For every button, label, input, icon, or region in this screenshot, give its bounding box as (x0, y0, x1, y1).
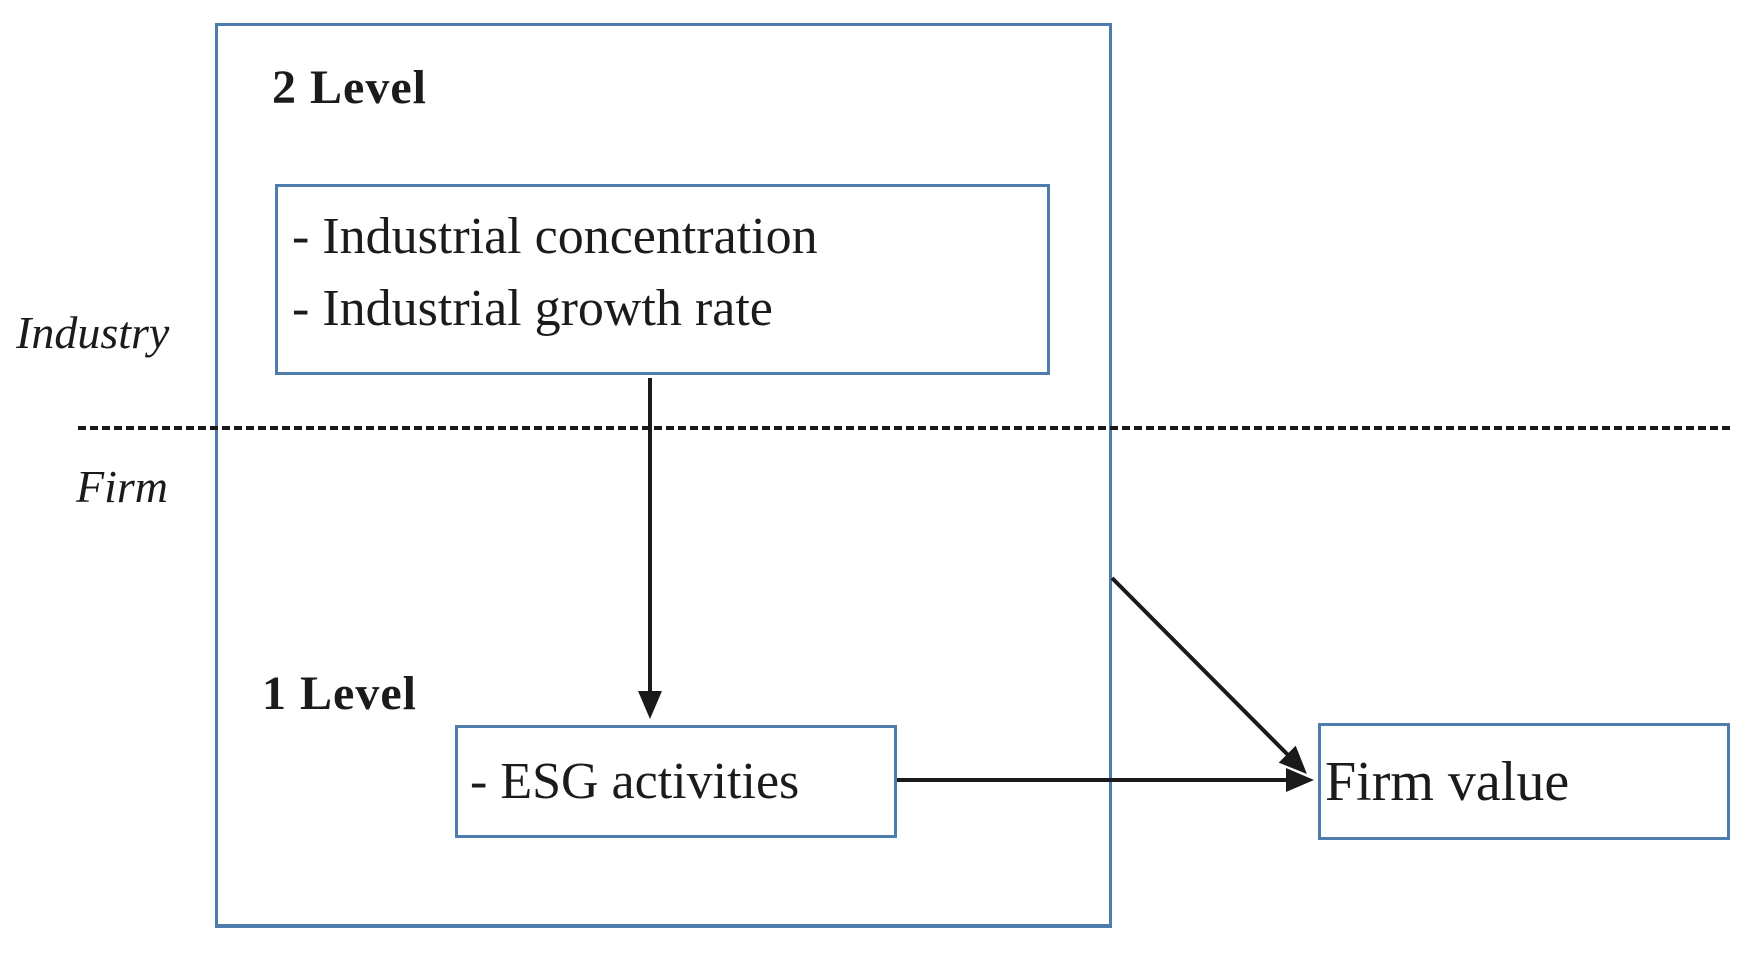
label-2-level: 2 Level (272, 61, 427, 114)
industry-firm-divider-dashed-line (78, 426, 1730, 430)
industry-factor-item: - Industrial growth rate (292, 280, 773, 337)
label-firm: Firm (76, 461, 168, 512)
firm-value-box: Firm value (1318, 723, 1730, 840)
industry-factor-item: - Industrial concentration (292, 208, 818, 265)
outer-2level-box (215, 23, 1112, 928)
firm-value-label: Firm value (1325, 750, 1570, 813)
diagonal-arrow-industry-context-to-firm-value (1110, 576, 1307, 775)
label-industry: Industry (16, 307, 170, 358)
esg-activities-box: - ESG activities (455, 725, 897, 838)
industry-factors-box: - Industrial concentration - Industrial … (275, 184, 1050, 375)
esg-activities-label: - ESG activities (470, 753, 800, 810)
label-1-level: 1 Level (262, 667, 417, 720)
